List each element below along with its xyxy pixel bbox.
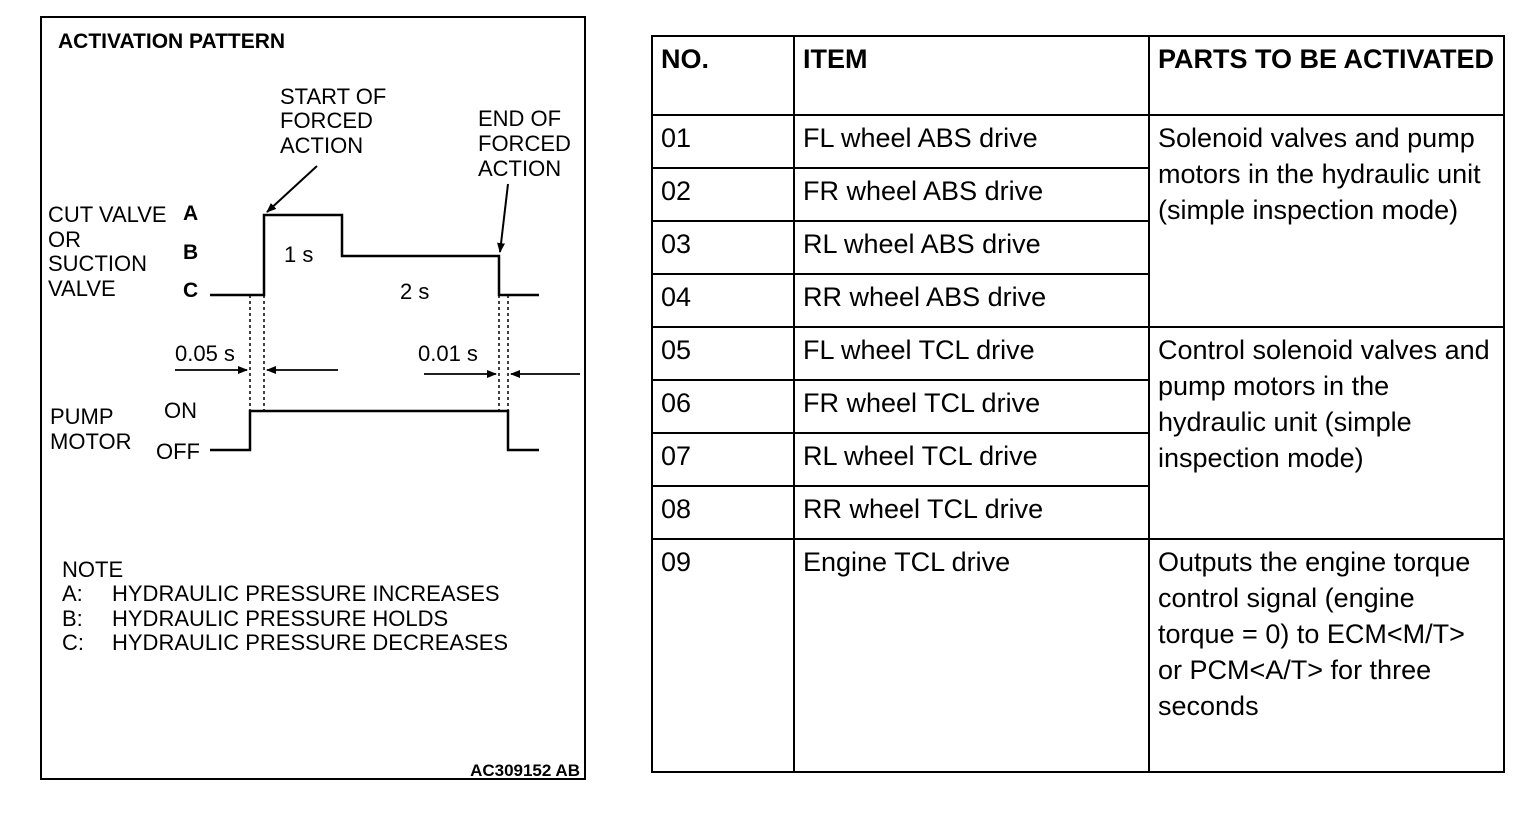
table-header-row: NO. ITEM PARTS TO BE ACTIVATED <box>651 35 1505 116</box>
end-label-line3: ACTION <box>478 156 561 181</box>
cell-item: RR wheel ABS drive <box>793 273 1150 328</box>
pump-label-line1: PUMP <box>50 404 114 429</box>
delay-end-label: 0.01 s <box>418 341 478 366</box>
table-row: 07 RL wheel TCL drive <box>651 432 1504 487</box>
cell-no: 02 <box>651 167 795 222</box>
pump-off-label: OFF <box>156 439 200 464</box>
cell-parts-abs: Solenoid valves and pump motors in the h… <box>1148 114 1505 328</box>
table-row: 01 FL wheel ABS drive Solenoid valves an… <box>651 114 1505 328</box>
cell-parts-engine: Outputs the engine torque control signal… <box>1148 538 1505 773</box>
note-key-a: A: <box>62 581 83 606</box>
valve-label-line2: OR <box>48 227 81 252</box>
start-label-line2: FORCED <box>280 108 373 133</box>
cell-no: 07 <box>651 432 795 487</box>
note-text-c: HYDRAULIC PRESSURE DECREASES <box>112 630 508 655</box>
cell-no: 08 <box>651 485 795 540</box>
cell-no: 09 <box>651 538 795 773</box>
delay-start-label: 0.05 s <box>175 341 235 366</box>
note-key-b: B: <box>62 606 83 631</box>
note-title: NOTE <box>62 557 123 582</box>
end-arrow <box>497 183 509 253</box>
end-label-line2: FORCED <box>478 131 571 156</box>
header-no: NO. <box>651 35 795 116</box>
pump-waveform <box>210 409 539 452</box>
valve-waveform <box>210 213 539 297</box>
cell-item: RR wheel TCL drive <box>793 485 1150 540</box>
duration-1-label: 1 s <box>284 242 313 267</box>
note-text-a: HYDRAULIC PRESSURE INCREASES <box>112 581 500 606</box>
table-row: 03 RL wheel ABS drive <box>651 220 1504 275</box>
cell-no: 05 <box>651 326 795 381</box>
cell-item: RL wheel ABS drive <box>793 220 1150 275</box>
valve-label-line4: VALVE <box>48 276 116 301</box>
header-parts: PARTS TO BE ACTIVATED <box>1148 35 1505 116</box>
pump-on-label: ON <box>164 398 197 423</box>
cell-item: FR wheel TCL drive <box>793 379 1150 434</box>
cell-no: 03 <box>651 220 795 275</box>
cell-item: FL wheel ABS drive <box>793 114 1150 169</box>
pump-label-line2: MOTOR <box>50 429 131 454</box>
level-b-label: B <box>183 241 198 264</box>
cell-parts-tcl: Control solenoid valves and pump motors … <box>1148 326 1505 540</box>
cell-no: 04 <box>651 273 795 328</box>
cell-item: FL wheel TCL drive <box>793 326 1150 381</box>
header-item: ITEM <box>793 35 1150 116</box>
activation-pattern-diagram: ACTIVATION PATTERN START OF FORCED ACTIO… <box>48 30 580 780</box>
cell-item: Engine TCL drive <box>793 538 1150 773</box>
valve-label-line1: CUT VALVE <box>48 202 167 227</box>
level-a-label: A <box>183 202 198 225</box>
table-row: 08 RR wheel TCL drive <box>651 485 1504 540</box>
start-arrow <box>266 165 318 213</box>
figure-code: AC309152 AB <box>470 761 580 780</box>
table-row: 02 FR wheel ABS drive <box>651 167 1504 222</box>
cell-item: RL wheel TCL drive <box>793 432 1150 487</box>
table-row: 09 Engine TCL drive Outputs the engine t… <box>651 538 1505 773</box>
end-label-line1: END OF <box>478 106 561 131</box>
activation-table-wrap: NO. ITEM PARTS TO BE ACTIVATED 01 FL whe… <box>651 35 1505 773</box>
level-c-label: C <box>183 279 198 302</box>
start-label-line3: ACTION <box>280 133 363 158</box>
note-key-c: C: <box>62 630 84 655</box>
start-label-line1: START OF <box>280 84 386 109</box>
figure-title: ACTIVATION PATTERN <box>58 30 285 53</box>
cell-item: FR wheel ABS drive <box>793 167 1150 222</box>
activation-table: NO. ITEM PARTS TO BE ACTIVATED 01 FL whe… <box>651 35 1505 773</box>
table-row: 05 FL wheel TCL drive Control solenoid v… <box>651 326 1505 540</box>
activation-pattern-figure: ACTIVATION PATTERN START OF FORCED ACTIO… <box>40 16 586 780</box>
table-row: 06 FR wheel TCL drive <box>651 379 1504 434</box>
cell-no: 06 <box>651 379 795 434</box>
valve-label-line3: SUCTION <box>48 251 147 276</box>
table-row: 04 RR wheel ABS drive <box>651 273 1504 328</box>
duration-2-label: 2 s <box>400 279 429 304</box>
cell-no: 01 <box>651 114 795 169</box>
note-text-b: HYDRAULIC PRESSURE HOLDS <box>112 606 448 631</box>
